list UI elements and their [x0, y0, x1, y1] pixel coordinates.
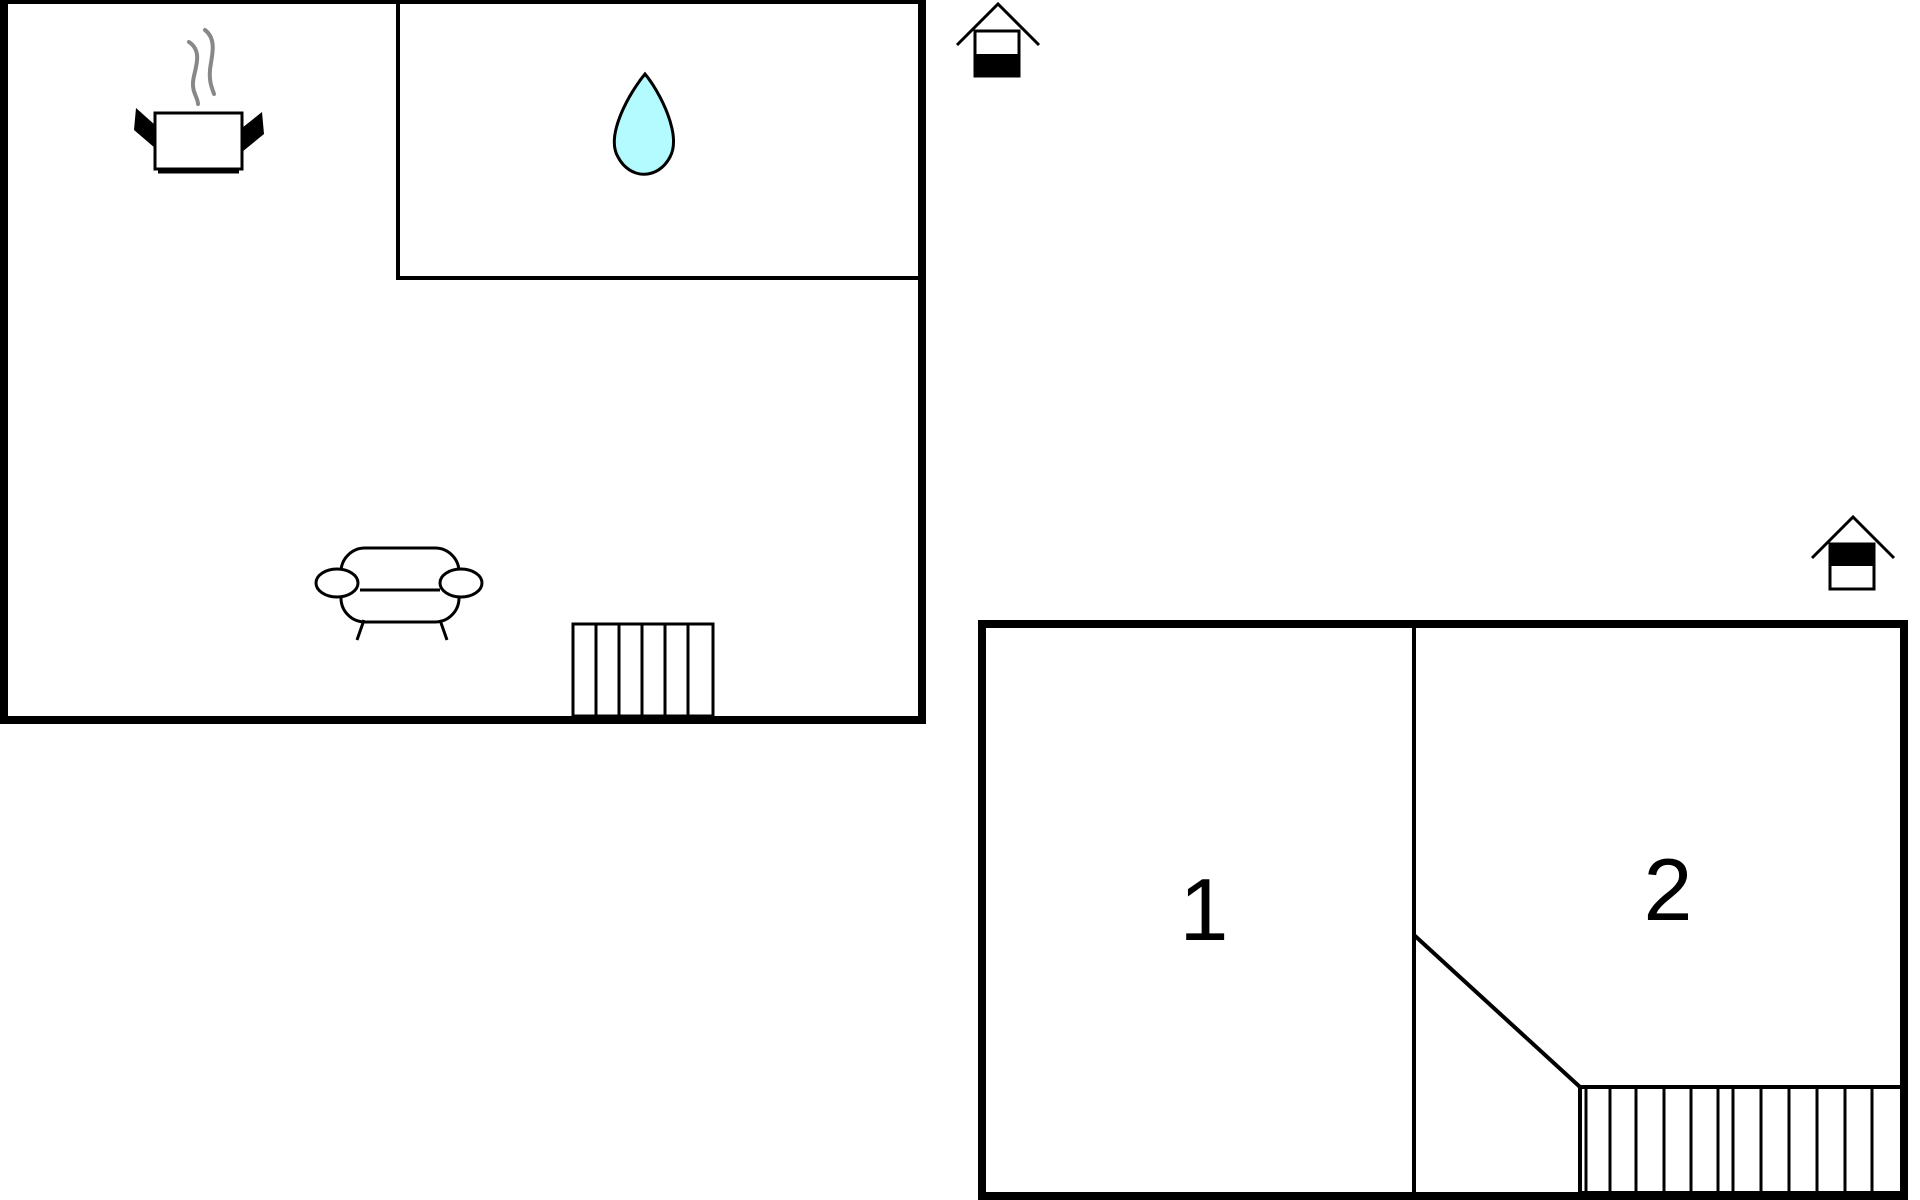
bathroom-water-drop-icon [612, 71, 675, 176]
bathroom-wall [396, 0, 918, 280]
house-floor-indicator-icon [1810, 514, 1896, 591]
kitchen-pot-icon [134, 28, 264, 174]
ground-floor-plan [0, 0, 926, 724]
ground-floor-outer-wall [0, 0, 926, 724]
upper-floor-outer-wall [978, 620, 1908, 1200]
steam-icon [187, 40, 200, 106]
staircase-icon [571, 622, 715, 718]
living-room-sofa-icon [314, 546, 484, 641]
stair-opening-wall [1412, 933, 1582, 1089]
room-number-2: 2 [1644, 840, 1693, 939]
house-floor-indicator-icon [955, 1, 1041, 78]
staircase-icon [1578, 1085, 1904, 1195]
room-number-1: 1 [1180, 860, 1229, 959]
upper-floor-plan: 1 2 [978, 620, 1908, 1200]
